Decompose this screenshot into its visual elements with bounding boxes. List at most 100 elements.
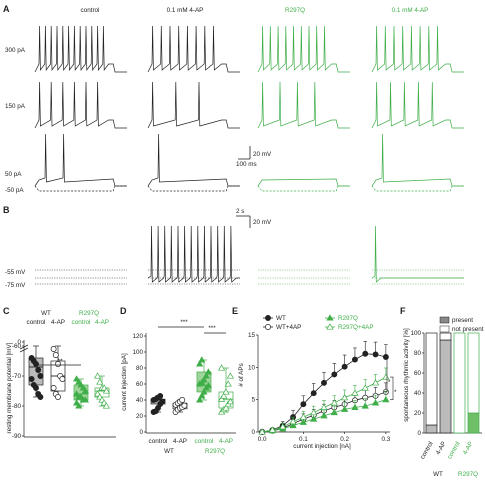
point-3-2 [279,423,287,430]
c-header-control-wt: control [27,319,46,326]
ytick-label-100: 100 [410,330,421,337]
point-0-9 [37,394,44,400]
panel-label-b: B [3,205,10,215]
ytick-label-60: 60 [136,381,144,388]
ytick-label-80: 80 [414,350,422,357]
ytick-label-100: 100 [132,349,143,356]
f-ylabel: spontaneous rhythmic activity [%] [403,328,410,422]
ytick-label-0: 0 [139,429,143,436]
point-3-0 [93,372,102,379]
c-ylabel: resting membrane potential [mV] [6,342,13,433]
point-0-8 [157,393,164,399]
bar-present-1 [439,339,452,434]
c-header-control-r: control [72,319,91,326]
ytick-label--60: -60 [12,343,22,350]
point-0-4 [37,373,44,379]
panel-f-bar: spontaneous rhythmic activity [%] presen… [403,316,484,478]
trace-a-r0-c3 [371,25,464,73]
point-3-8 [224,380,232,387]
panel-b-traces: 2 s 20 mV -55 mV -75 mV [5,208,464,289]
point-3-5 [310,408,318,416]
level-55: -55 mV [5,269,26,276]
trace-a-hyper-c3 [371,185,464,192]
trace-a-r1-c0 [34,81,127,129]
ytick-label-0: 0 [17,339,21,346]
trace-a-hyper-c0 [34,185,127,192]
panel-e-line: # of APs current injection [nA] * * 0510… [238,314,397,450]
panel-d-box: current injection [pA] *** *** control 4… [121,319,236,455]
point-0-8 [341,363,348,370]
axis-break-2 [19,347,29,353]
point-3-6 [320,403,328,410]
f-x-4ap-wt: 4-AP [435,441,448,457]
point-2-11 [198,356,206,363]
d-sig-2: *** [208,325,216,332]
point-2-4 [81,387,90,394]
ytick-label--80: -80 [12,403,22,410]
ytick-label-0: 0 [251,429,255,436]
point-2-4 [204,381,213,389]
point-1-4 [181,402,188,409]
point-1-4 [59,376,66,382]
point-3-7 [330,399,338,406]
panel-label-f: F [400,306,406,316]
point-2-9 [81,396,90,403]
point-3-6 [220,392,228,399]
bar-notpresent-3 [467,332,480,414]
point-1-0 [50,346,57,352]
panel-label-e: E [232,306,238,316]
f-group-wt: WT [433,471,443,478]
legend-label-3: R297Q+4AP [338,324,374,331]
c-header-r297q: R297Q [79,310,99,317]
row-label-50pa: 50 pA [5,171,22,178]
point-3-3 [289,417,297,425]
scale-a-ms: 100 ms [236,161,257,168]
col-label-control: control [81,7,100,14]
row-label-minus50pa: -50 pA [5,187,24,194]
d-group-wt: WT [164,448,174,455]
point-3-7 [222,388,230,395]
point-3-0 [258,428,266,435]
trace-b-spikes-1 [147,225,240,283]
point-3-4 [226,397,235,405]
point-3-9 [102,402,111,409]
point-0-5 [28,376,35,382]
legend-marker-1 [265,324,271,330]
row-label-300pa: 300 pA [5,47,26,54]
e-xlabel: current injection [nA] [293,443,351,450]
bar-notpresent-0 [425,332,438,426]
sig-bracket-e1 [384,356,388,393]
legend-label-1: WT+4AP [276,324,301,331]
bar-notpresent-2 [453,332,466,434]
panel-label-d: D [120,306,127,316]
legend-marker-0 [265,315,271,321]
point-2-12 [382,395,390,403]
ytick-label-5: 5 [251,397,255,404]
trace-a-r1-c2 [257,81,350,129]
point-0-10 [362,350,369,357]
point-1-5 [50,385,57,391]
point-1-1 [52,352,59,358]
trace-a-r0-c1 [147,25,240,73]
trace-a-r1-c1 [147,81,240,129]
point-3-12 [382,373,390,380]
ytick-label-10: 10 [248,364,256,371]
xtick-label-0.3: 0.3 [381,436,390,443]
point-3-4 [299,413,307,420]
trace-b-spikes-3 [371,225,464,283]
trace-a-hyper-c1 [147,185,240,192]
row-label-150pa: 150 pA [5,103,26,110]
legend-marker-3 [326,323,334,330]
xtick-label-0.2: 0.2 [340,436,349,443]
point-3-8 [341,394,349,401]
point-3-10 [361,384,369,391]
f-legend-present-swatch [439,316,450,324]
point-3-9 [351,389,359,396]
point-1-2 [55,361,61,367]
bar-present-0 [425,424,438,434]
ytick-label--70: -70 [12,373,22,380]
xtick-label-0: 0.0 [258,436,267,443]
e-ylabel: # of APs [238,363,245,386]
point-0-7 [33,385,39,391]
